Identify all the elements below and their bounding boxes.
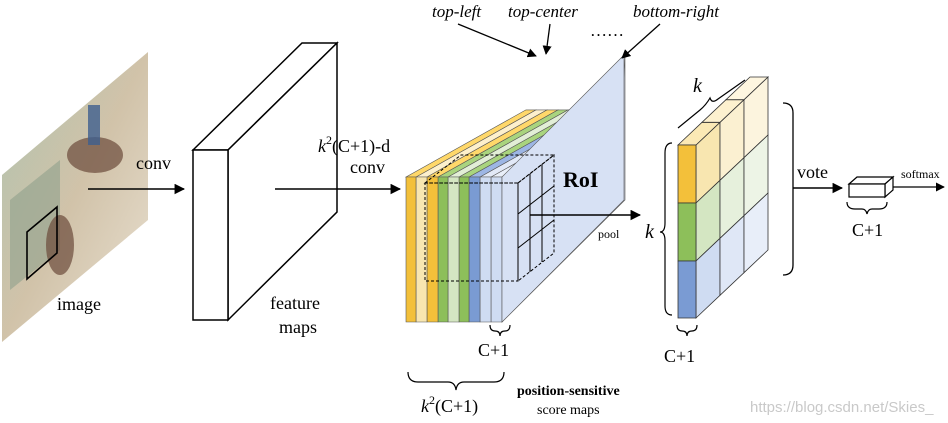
pooled-top-cell [724, 76, 770, 101]
k-top-label: k [693, 75, 703, 97]
conv-label-1: conv [136, 153, 171, 173]
score-slice-front [437, 176, 449, 323]
ellipsis-label: …… [590, 21, 624, 40]
pooled-cube [676, 76, 770, 319]
score-slice-front [447, 176, 460, 323]
softmax-label: softmax [901, 167, 940, 181]
c1-bottom-label: C+1 [478, 340, 509, 360]
pool-label: pool [598, 227, 620, 241]
top-center-arrow [542, 23, 552, 55]
pooled-front-cell [677, 202, 697, 262]
score-maps-end-face [501, 54, 625, 323]
c1-brace-final [846, 201, 888, 215]
vote-label: vote [797, 162, 828, 182]
roi-grid [517, 164, 555, 272]
top-left-label: top-left [432, 2, 482, 21]
pooled-side-cell [743, 192, 769, 274]
k2c1-brace [407, 371, 505, 391]
watermark: https://blog.csdn.net/Skies_ [750, 399, 934, 416]
image-label: image [57, 294, 101, 314]
feature-maps-block [191, 41, 339, 322]
ps-label-1: position-sensitive [517, 384, 620, 399]
image-roi-box [26, 205, 58, 281]
score-slice-front [426, 176, 439, 323]
roi-label: RoI [563, 167, 598, 192]
vote-bracket [782, 102, 794, 276]
c1-brace-small [489, 324, 511, 337]
pooled-front-cell [677, 144, 697, 204]
bottom-right-arrow [621, 23, 661, 59]
score-slice-front [490, 176, 503, 323]
pooled-front-cell [677, 260, 697, 319]
feature-maps-label-2: maps [279, 317, 317, 337]
score-slice-front [468, 176, 481, 323]
k-top-brace [677, 79, 746, 129]
k-left-label: k [645, 221, 655, 243]
conv2-label-line2: conv [350, 157, 385, 177]
top-center-label: top-center [508, 2, 578, 21]
score-maps-stack [404, 54, 626, 323]
score-slice-front [479, 176, 492, 323]
ps-label-2: score maps [537, 403, 600, 418]
bottom-right-label: bottom-right [633, 2, 720, 21]
score-slice-front [405, 176, 417, 323]
feature-maps-label-1: feature [270, 293, 320, 313]
c1-pooled-label: C+1 [664, 346, 695, 366]
c1-final-label: C+1 [852, 220, 883, 240]
score-slice-front [458, 176, 470, 323]
k2c1-label: k2(C+1) [421, 393, 478, 417]
input-image [2, 52, 148, 342]
top-left-arrow [457, 23, 537, 58]
conv2-label-line1: k2(C+1)-d [318, 133, 390, 157]
k-left-brace [659, 142, 673, 316]
c1-brace-pooled [676, 324, 698, 337]
class-score-vector [847, 175, 895, 199]
